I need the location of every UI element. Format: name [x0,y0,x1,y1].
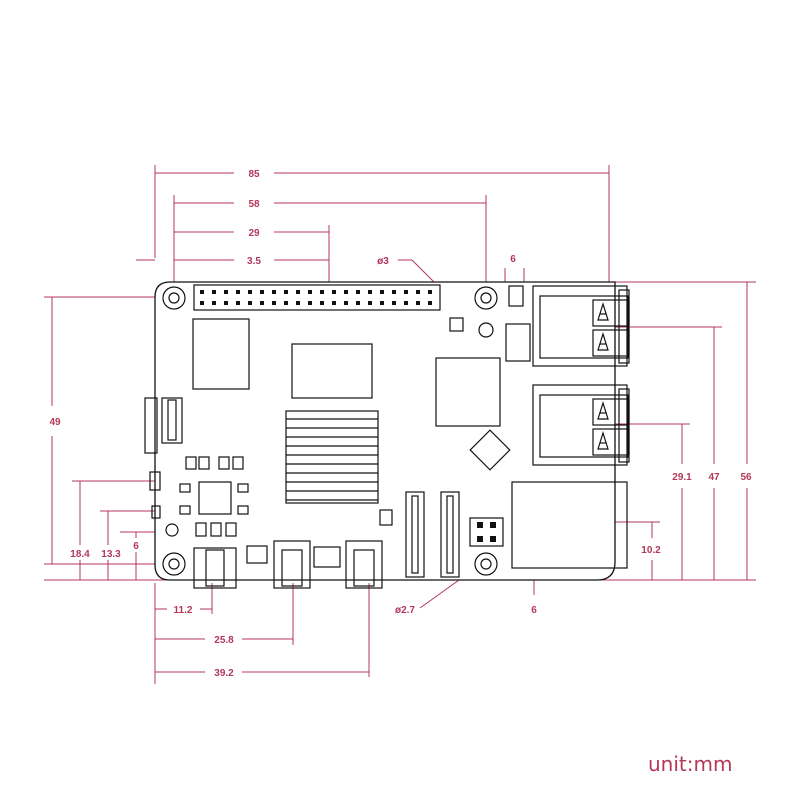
soc-heatsink [285,410,379,504]
dim-58: 58 [248,199,260,210]
mounting-hole-top-left [162,286,186,310]
display-connector [440,491,460,578]
usb-controller-chip [435,357,501,427]
unit-label: unit:mm [648,752,733,776]
poe-header [469,517,504,547]
dim-hole-diameter-top: ø3 [377,256,389,267]
usb-c-port [193,547,237,589]
diamond-chip [469,429,511,471]
dim-6-top-right: 6 [510,254,516,265]
dim-10-2: 10.2 [641,545,661,556]
dim-11-2: 11.2 [174,605,193,616]
components [144,284,630,589]
dim-18-4: 18.4 [70,549,90,560]
ram-chip [192,318,250,390]
gpio-header [193,284,441,311]
dim-85: 85 [248,169,260,180]
gpio-pins [200,290,432,305]
io-chip [291,343,373,399]
dim-39-2: 39.2 [214,668,234,679]
camera-connector [405,491,425,578]
usb-port-top [532,285,630,367]
board-outline [154,281,616,581]
dim-56: 56 [740,472,752,483]
dim-6-left: 6 [133,541,139,552]
dim-25-8: 25.8 [214,635,234,646]
hdmi-port-1 [273,540,311,589]
dim-47: 47 [708,472,720,483]
dim-3-5: 3.5 [247,256,261,267]
dim-29-1: 29.1 [672,472,692,483]
dim-49: 49 [49,417,61,428]
dim-hole-diameter-bottom: ø2.7 [395,605,415,616]
dim-29: 29 [248,228,260,239]
hdmi-port-2 [345,540,383,589]
usb-port-bottom [532,384,630,466]
heatsink-fins [286,418,378,501]
dim-6-bottom-right: 6 [531,605,537,616]
dim-13-3: 13.3 [101,549,121,560]
ethernet-port [511,481,628,569]
mounting-hole-top-right [474,286,498,310]
dimension-labels: 85 58 29 3.5 ø3 6 49 18.4 13.3 6 11.2 25… [49,169,752,679]
mounting-hole-bottom-right [474,552,498,576]
mounting-hole-bottom-left [162,552,186,576]
